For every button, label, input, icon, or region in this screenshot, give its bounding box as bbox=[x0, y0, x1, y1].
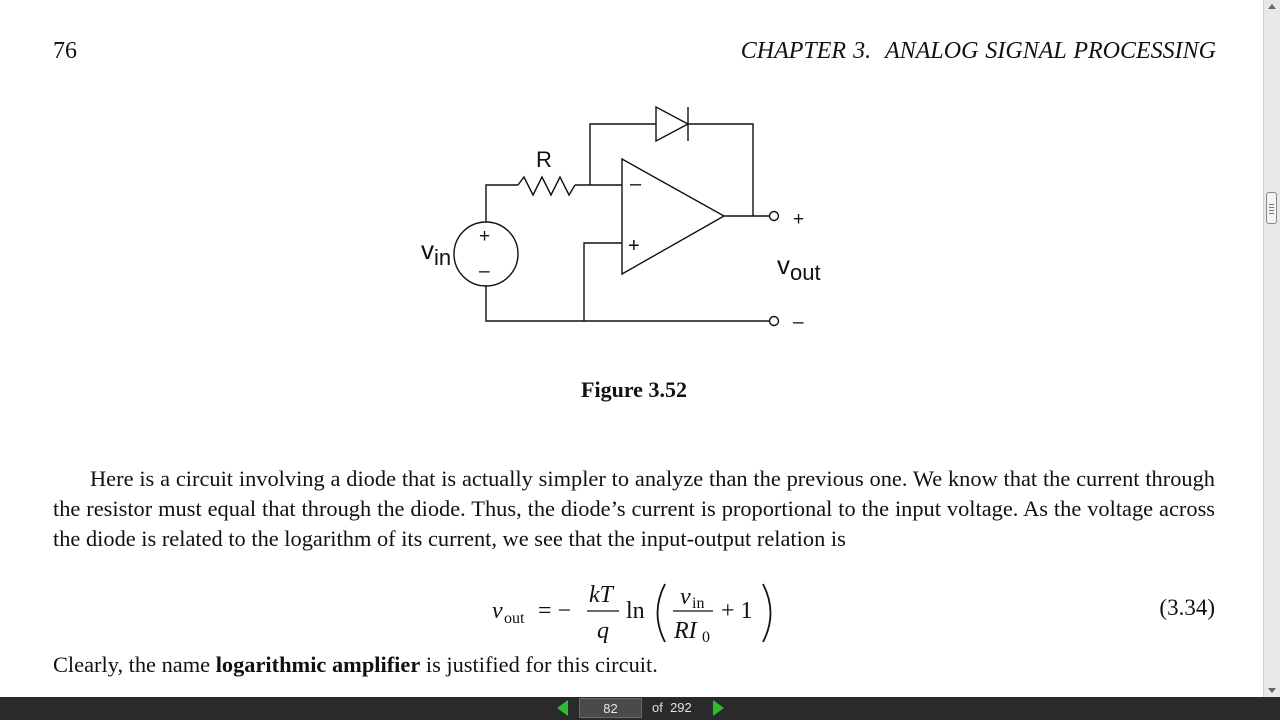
right-paren bbox=[762, 583, 772, 643]
wire-feedback-return bbox=[688, 123, 754, 216]
resistor-zigzag bbox=[517, 175, 576, 197]
equation-number: (3.34) bbox=[1159, 595, 1215, 620]
equation-lhs: v bbox=[492, 598, 503, 624]
next-page-arrow-icon[interactable] bbox=[713, 700, 724, 716]
inner-numerator: v bbox=[680, 584, 691, 610]
wire-source-top bbox=[485, 184, 518, 222]
grip-line-icon bbox=[1269, 213, 1274, 214]
chapter-label: CHAPTER 3. bbox=[740, 38, 872, 64]
wire-ground bbox=[485, 286, 770, 322]
document-page: 76 CHAPTER 3. ANALOG SIGNAL PROCESSING R … bbox=[0, 0, 1263, 697]
output-minus-label: – bbox=[793, 312, 804, 333]
conclusion-text-start: Clearly, the name bbox=[53, 652, 216, 677]
conclusion-text-end: is justified for this circuit. bbox=[420, 652, 658, 677]
grip-line-icon bbox=[1269, 210, 1274, 211]
inner-denominator-subscript: 0 bbox=[702, 629, 710, 646]
scroll-thumb[interactable] bbox=[1266, 192, 1277, 224]
conclusion-sentence: Clearly, the name logarithmic amplifier … bbox=[53, 652, 658, 678]
voltage-source bbox=[453, 221, 519, 287]
page-number: 76 bbox=[53, 38, 77, 64]
wire-noninverting bbox=[583, 242, 622, 321]
resistor-label: R bbox=[536, 147, 552, 172]
vin-label: vin bbox=[421, 235, 451, 270]
equation-plus-one: + 1 bbox=[721, 598, 753, 624]
left-paren bbox=[656, 583, 666, 643]
wire-feedback bbox=[589, 123, 656, 185]
vertical-scrollbar[interactable] bbox=[1263, 0, 1280, 697]
equation-equals: = − bbox=[538, 598, 571, 624]
grip-line-icon bbox=[1269, 207, 1274, 208]
chapter-title: ANALOG SIGNAL PROCESSING bbox=[885, 38, 1216, 64]
previous-page-arrow-icon[interactable] bbox=[557, 700, 568, 716]
output-terminal-positive bbox=[768, 210, 780, 222]
term-logarithmic-amplifier: logarithmic amplifier bbox=[215, 652, 421, 677]
inner-denominator: RI bbox=[673, 618, 698, 644]
source-plus-label: + bbox=[479, 226, 490, 247]
opamp-plus-label: + bbox=[628, 235, 640, 257]
body-paragraph: Here is a circuit involving a diode that… bbox=[53, 466, 1215, 551]
equation-denominator: q bbox=[597, 618, 609, 644]
equation-ln: ln bbox=[626, 598, 645, 624]
scroll-down-arrow-icon[interactable] bbox=[1268, 688, 1276, 693]
scroll-up-arrow-icon[interactable] bbox=[1268, 4, 1276, 9]
equation-numerator: kT bbox=[589, 582, 615, 608]
diode-triangle bbox=[655, 105, 690, 143]
inner-numerator-subscript: in bbox=[692, 595, 704, 612]
opamp-minus-label: – bbox=[630, 173, 642, 195]
figure-caption: Figure 3.52 bbox=[581, 377, 687, 402]
page-number-input[interactable] bbox=[579, 698, 642, 718]
equation-lhs-subscript: out bbox=[504, 610, 525, 627]
source-minus-label: – bbox=[479, 261, 490, 282]
running-head: CHAPTER 3. ANALOG SIGNAL PROCESSING bbox=[741, 38, 1216, 65]
output-plus-label: + bbox=[793, 209, 804, 230]
grip-line-icon bbox=[1269, 204, 1274, 205]
page-total-label: of 292 bbox=[652, 700, 692, 715]
equation-3-34: v out = − kT q ln v in RI 0 + 1 bbox=[492, 582, 772, 646]
opamp-triangle bbox=[621, 157, 726, 276]
log-amplifier-circuit: R – + + – vin + – vout bbox=[421, 105, 821, 333]
output-terminal-negative bbox=[768, 315, 780, 327]
vout-label: vout bbox=[777, 250, 821, 285]
